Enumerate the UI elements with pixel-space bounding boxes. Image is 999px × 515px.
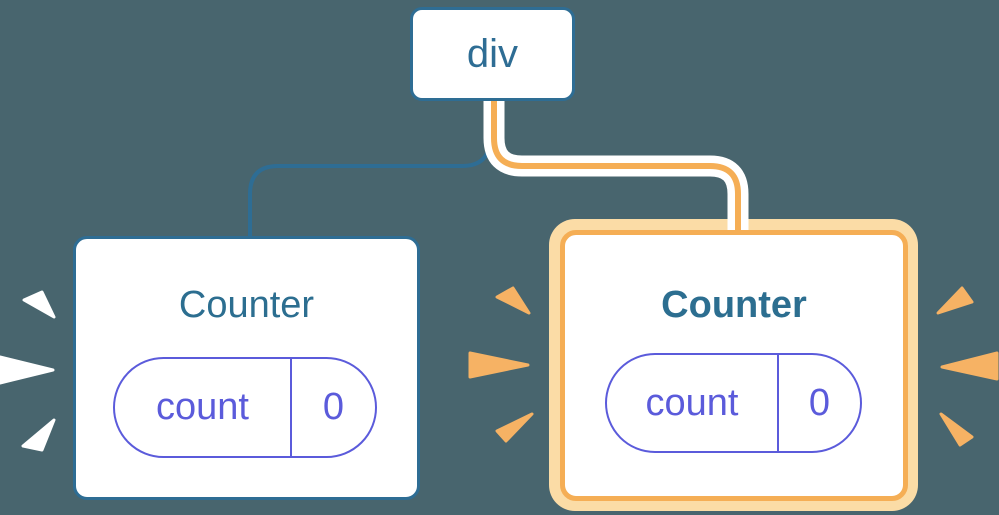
burst-icon [468,351,530,379]
burst-icon [0,355,55,385]
counter-title: Counter [178,284,315,326]
state-key: count [115,359,292,456]
state-pill: count 0 [605,353,862,453]
state-key: count [607,355,779,451]
connector-left-child [248,101,492,240]
burst-icon [22,290,56,319]
root-node-label: div [466,32,519,76]
burst-icon [495,286,531,315]
counter-card-left: Counter count 0 [73,236,420,500]
state-value: 0 [322,386,345,428]
burst-right-inner-group [468,286,534,443]
counter-card-right: Counter count 0 [560,230,908,501]
counter-title: Counter [661,284,807,326]
burst-icon [940,351,999,381]
root-node-div: div [410,7,575,101]
burst-left-group [0,290,56,452]
burst-icon [936,286,974,315]
state-pill: count 0 [113,357,377,458]
state-value: 0 [808,381,831,424]
connector-right-child [491,101,741,238]
burst-icon [939,412,974,447]
burst-icon [495,412,534,443]
burst-icon [21,418,56,452]
burst-right-outer-group [936,286,999,447]
